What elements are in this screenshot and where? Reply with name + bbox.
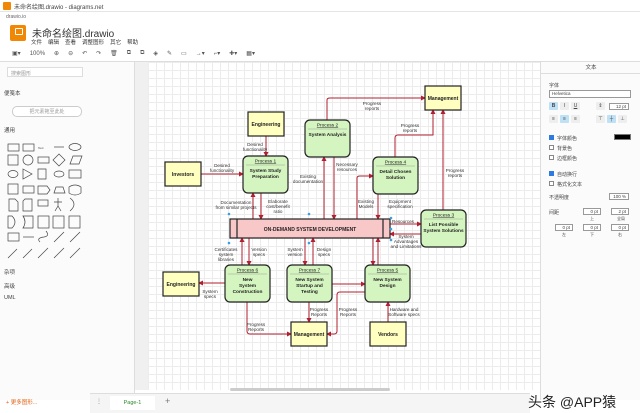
menu-extras[interactable]: 其它 bbox=[110, 40, 122, 46]
font-color-checkbox[interactable] bbox=[549, 135, 554, 140]
to-back-icon[interactable]: ⧉ bbox=[140, 50, 145, 56]
menu-help[interactable]: 帮助 bbox=[127, 40, 139, 46]
formatted-text-checkbox[interactable] bbox=[549, 181, 554, 186]
italic-button[interactable]: I bbox=[560, 102, 569, 110]
app-label: drawio.io bbox=[6, 14, 27, 20]
spacing-label: 间距 bbox=[549, 210, 560, 216]
page-tabs-bar: ⋮ Page-1 + bbox=[90, 393, 530, 413]
menu-file[interactable]: 文件 bbox=[31, 40, 43, 46]
menu-view[interactable]: 查看 bbox=[65, 40, 77, 46]
word-wrap-label: 自动换行 bbox=[557, 172, 578, 178]
background-color-checkbox[interactable] bbox=[549, 145, 554, 150]
add-page-button[interactable]: + bbox=[165, 396, 171, 406]
scratchpad-header[interactable]: 便笺本 bbox=[4, 91, 21, 97]
background-color-label: 背景色 bbox=[557, 146, 573, 152]
waypoint-icon[interactable]: ⌐▾ bbox=[213, 51, 221, 57]
shape-search-input[interactable]: 搜索图形 bbox=[7, 67, 83, 77]
font-family-select[interactable]: Helvetica bbox=[549, 90, 631, 98]
underline-button[interactable]: U bbox=[571, 102, 580, 110]
redo-icon[interactable]: ↷ bbox=[96, 51, 102, 57]
spacing-bottom-input[interactable]: 0 pt bbox=[583, 224, 601, 231]
align-right-button[interactable]: ≡ bbox=[571, 115, 580, 123]
uml-section-header[interactable]: UML bbox=[4, 295, 16, 301]
bold-button[interactable]: B bbox=[549, 102, 558, 110]
undo-icon[interactable]: ↶ bbox=[82, 51, 88, 57]
spacing-left-label: 左 bbox=[562, 232, 566, 237]
horizontal-scrollbar[interactable] bbox=[230, 388, 390, 391]
advanced-section-header[interactable]: 高级 bbox=[4, 284, 16, 290]
menu-edit[interactable]: 编辑 bbox=[48, 40, 60, 46]
zoom-out-icon[interactable]: ⊖ bbox=[68, 51, 74, 57]
shadow-icon[interactable]: ▭ bbox=[181, 51, 187, 57]
menu-bar: 文件 编辑 查看 调整图形 其它 帮助 bbox=[31, 38, 138, 46]
watermark: 头条 @APP猿 bbox=[528, 394, 617, 410]
spacing-left-input[interactable]: 0 pt bbox=[555, 224, 573, 231]
table-icon[interactable]: ▦▾ bbox=[246, 51, 255, 57]
font-color-label: 字体颜色 bbox=[557, 136, 578, 142]
general-section-header[interactable]: 通用 bbox=[4, 128, 16, 134]
general-shapes-grid[interactable]: Text bbox=[6, 142, 86, 262]
spacing-global-input[interactable]: 2 pt bbox=[611, 208, 629, 215]
title-bar: 未命名绘图.drawio - diagrams.net bbox=[0, 0, 640, 12]
word-wrap-checkbox[interactable] bbox=[549, 171, 554, 176]
tab-page-1[interactable]: Page-1 bbox=[110, 396, 155, 410]
pages-menu-icon[interactable]: ⋮ bbox=[96, 399, 102, 405]
diagram-page[interactable] bbox=[148, 62, 540, 390]
app-icon bbox=[3, 2, 11, 10]
toolbar: ▣▾ 100% ⊕ ⊖ ↶ ↷ 🗑 ⧉ ⧉ ◈ ✎ ▭ →▾ ⌐▾ ✚▾ ▦▾ bbox=[0, 46, 640, 62]
zoom-select[interactable]: 100% bbox=[29, 50, 46, 57]
valign-top-button[interactable]: ⊤ bbox=[596, 115, 605, 123]
connection-icon[interactable]: →▾ bbox=[195, 51, 205, 57]
spacing-top-input[interactable]: 0 pt bbox=[583, 208, 601, 215]
menu-arrange[interactable]: 调整图形 bbox=[82, 40, 105, 46]
border-color-label: 边框颜色 bbox=[557, 156, 578, 162]
align-center-button[interactable]: ≡ bbox=[560, 115, 569, 123]
format-panel: 文本 字体 Helvetica B I U ⇕ 12 pt ≡ ≡ ≡ ⊤ ┼ … bbox=[540, 62, 640, 400]
svg-text:Text: Text bbox=[38, 146, 44, 150]
border-color-checkbox[interactable] bbox=[549, 155, 554, 160]
zoom-in-icon[interactable]: ⊕ bbox=[54, 51, 60, 57]
line-color-icon[interactable]: ✎ bbox=[167, 51, 173, 57]
to-front-icon[interactable]: ⧉ bbox=[126, 50, 132, 56]
spacing-top-label: 上 bbox=[590, 216, 594, 221]
spacing-global-label: 全局 bbox=[617, 216, 625, 221]
fill-color-icon[interactable]: ◈ bbox=[153, 51, 159, 57]
font-color-swatch[interactable] bbox=[614, 134, 631, 140]
font-size-icon[interactable]: ⇕ bbox=[596, 102, 605, 110]
opacity-label: 不透明度 bbox=[549, 195, 570, 201]
drawio-logo-icon bbox=[10, 25, 26, 41]
valign-bottom-button[interactable]: ⊥ bbox=[618, 115, 627, 123]
window-title: 未命名绘图.drawio - diagrams.net bbox=[14, 5, 104, 11]
canvas[interactable] bbox=[135, 62, 540, 390]
panel-toggle-icon[interactable]: ▣▾ bbox=[12, 51, 21, 57]
formatted-text-label: 格式化文本 bbox=[557, 182, 583, 188]
align-left-button[interactable]: ≡ bbox=[549, 115, 558, 123]
spacing-right-label: 右 bbox=[618, 232, 622, 237]
delete-icon[interactable]: 🗑 bbox=[110, 51, 118, 57]
document-title[interactable]: 未命名绘图.drawio bbox=[32, 29, 115, 40]
shapes-panel: 搜索图形 便笺本 把元素拖至此处 通用 Text 杂项 高级 UML + 更多图… bbox=[0, 62, 135, 406]
scratchpad-drop-area[interactable]: 把元素拖至此处 bbox=[12, 106, 82, 117]
opacity-input[interactable]: 100 % bbox=[609, 193, 629, 200]
more-shapes-button[interactable]: + 更多图形... bbox=[6, 400, 38, 406]
valign-middle-button[interactable]: ┼ bbox=[607, 115, 616, 123]
spacing-bottom-label: 下 bbox=[590, 232, 594, 237]
font-size-input[interactable]: 12 pt bbox=[609, 103, 629, 110]
tab-text[interactable]: 文本 bbox=[541, 62, 640, 74]
misc-section-header[interactable]: 杂项 bbox=[4, 270, 16, 276]
spacing-right-input[interactable]: 0 pt bbox=[611, 224, 629, 231]
font-label: 字体 bbox=[549, 83, 560, 89]
insert-icon[interactable]: ✚▾ bbox=[229, 51, 238, 57]
